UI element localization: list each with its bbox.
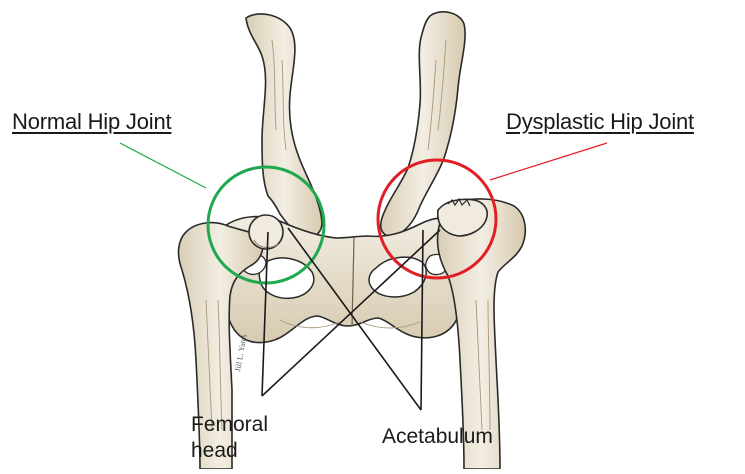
femoral-head-label-line2: head: [191, 438, 268, 464]
dysplastic-hip-joint-label: Dysplastic Hip Joint: [506, 109, 694, 135]
femoral-head-label-line1: Femoral: [191, 412, 268, 438]
acetabulum-label: Acetabulum: [382, 424, 493, 450]
artist-signature: Jill L. Yates: [233, 334, 248, 373]
dysplastic-leader-line: [490, 143, 607, 180]
normal-hip-joint-label: Normal Hip Joint: [12, 109, 171, 135]
normal-leader-line: [120, 143, 206, 188]
femoral-head-label: Femoral head: [191, 412, 268, 464]
